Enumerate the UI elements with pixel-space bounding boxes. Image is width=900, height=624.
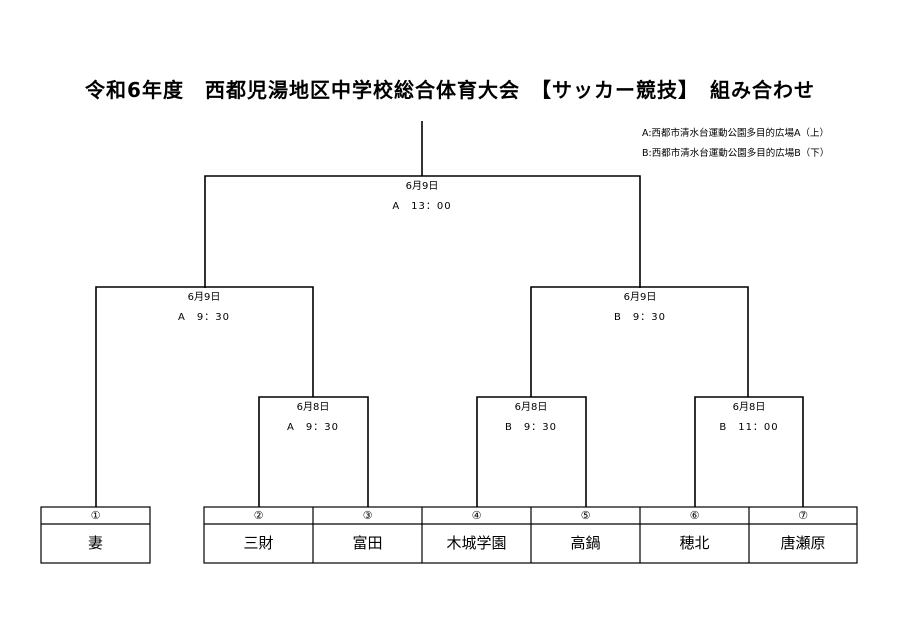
- team-name: 木城学園: [446, 534, 507, 552]
- team-1: ① 妻: [41, 507, 150, 563]
- team-6: ⑥ 穂北: [640, 507, 749, 563]
- bracket-line-r1-4v5: [476, 396, 587, 507]
- match-semi-right: 6月9日 B 9：30: [580, 291, 700, 325]
- match-date: 6月9日: [405, 181, 439, 192]
- match-semi-left: 6月9日 A 9：30: [144, 291, 264, 325]
- team-box-1: [40, 506, 151, 564]
- match-time: A 9：30: [287, 422, 339, 433]
- match-time: A 13：00: [392, 201, 452, 212]
- team-name: 穂北: [679, 534, 710, 552]
- team-name: 富田: [352, 534, 383, 552]
- bracket-line-semi-right: [530, 286, 749, 397]
- team-number: ⑤: [580, 509, 591, 522]
- team-name: 高鍋: [570, 534, 601, 552]
- team-number: ②: [253, 509, 264, 522]
- team-5: ⑤ 高鍋: [531, 507, 640, 563]
- team-4: ④ 木城学園: [422, 507, 531, 563]
- match-final: 6月9日 A 13：00: [362, 180, 482, 214]
- match-time: A 9：30: [178, 312, 230, 323]
- match-date: 6月8日: [732, 402, 766, 413]
- bracket-line-final: [204, 175, 641, 288]
- match-time: B 9：30: [505, 422, 557, 433]
- match-date: 6月8日: [296, 402, 330, 413]
- team-number: ⑥: [689, 509, 700, 522]
- match-r1-6v7: 6月8日 B 11：00: [689, 401, 809, 435]
- match-r1-2v3: 6月8日 A 9：30: [253, 401, 373, 435]
- match-date: 6月8日: [514, 402, 548, 413]
- match-date: 6月9日: [187, 292, 221, 303]
- team-2: ② 三財: [204, 507, 313, 563]
- venue-legend: A:西都市清水台運動公園多目的広場A（上） B:西都市清水台運動公園多目的広場B…: [642, 124, 829, 164]
- match-r1-4v5: 6月8日 B 9：30: [471, 401, 591, 435]
- team-name: 唐瀬原: [780, 534, 826, 552]
- venue-b: B:西都市清水台運動公園多目的広場B（下）: [642, 148, 830, 159]
- page-title: 令和6年度 西都児湯地区中学校総合体育大会 【サッカー競技】 組み合わせ: [85, 78, 815, 102]
- match-date: 6月9日: [623, 292, 657, 303]
- bracket-line-r1-6v7: [694, 396, 804, 507]
- team-number: ①: [90, 509, 101, 522]
- bracket-line-r1-2v3: [258, 396, 369, 507]
- team-number: ④: [471, 509, 482, 522]
- match-time: B 9：30: [614, 312, 666, 323]
- team-name: 妻: [87, 534, 103, 552]
- venue-a: A:西都市清水台運動公園多目的広場A（上）: [642, 128, 830, 139]
- match-time: B 11：00: [719, 422, 779, 433]
- team-number: ③: [362, 509, 373, 522]
- bracket-line-semi-left: [95, 286, 314, 507]
- team-3: ③ 富田: [313, 507, 422, 563]
- team-7: ⑦ 唐瀬原: [749, 507, 857, 563]
- team-number: ⑦: [798, 509, 808, 522]
- team-name: 三財: [243, 534, 274, 552]
